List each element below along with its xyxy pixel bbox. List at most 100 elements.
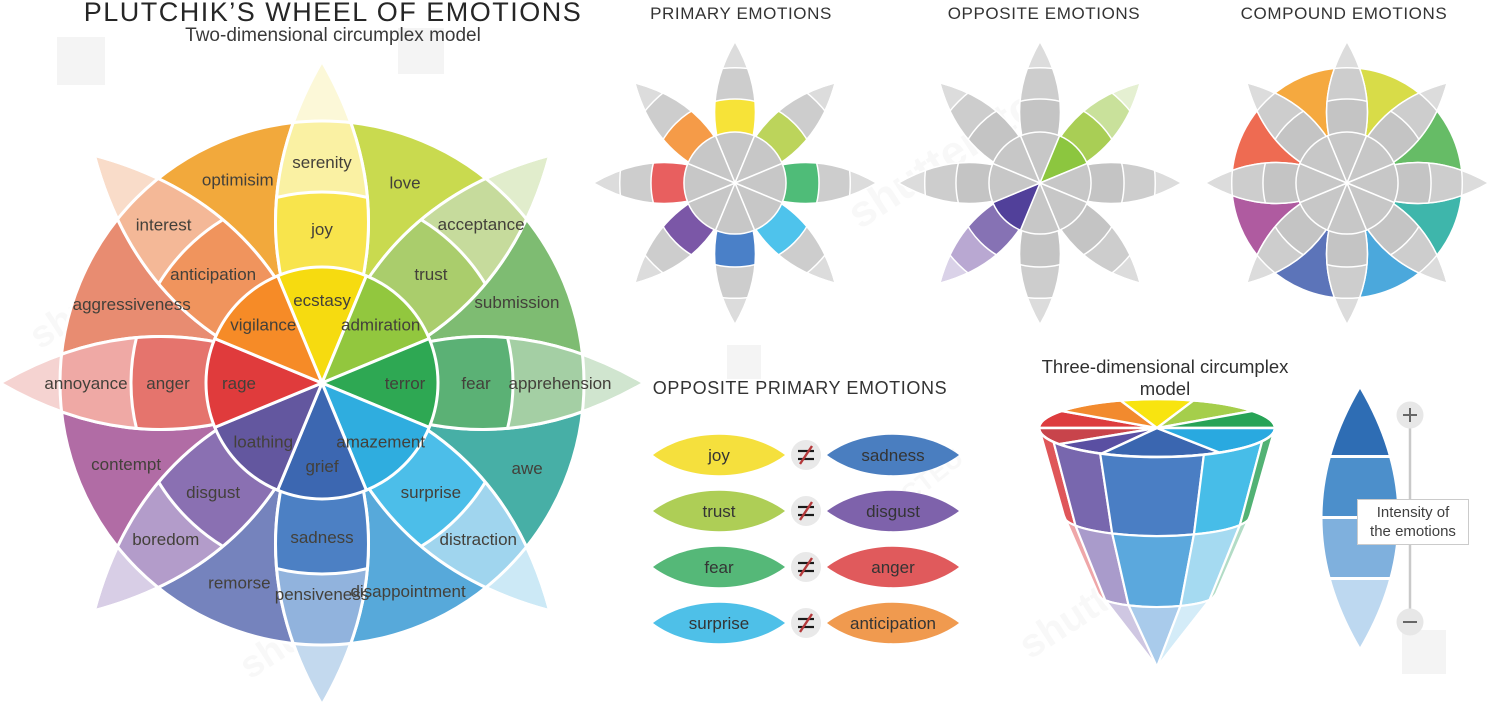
three-d-cone (1037, 397, 1277, 669)
label-terror: terror (385, 374, 426, 393)
pair-right-disgust: disgust (827, 490, 959, 532)
label-remorse: remorse (208, 574, 270, 593)
label-aggressiveness: aggressiveness (73, 295, 191, 314)
lens-sadness (827, 434, 959, 476)
label-disgust: disgust (866, 502, 920, 521)
primary-emotions-title: PRIMARY EMOTIONS (650, 4, 832, 23)
label-trust: trust (702, 502, 735, 521)
wedge-sadness (276, 381, 368, 501)
intensity-label-box: Intensity of the emotions (1357, 499, 1469, 545)
label-awe: awe (512, 459, 543, 478)
label-serenity: serenity (292, 153, 352, 172)
pair-left-joy: joy (653, 434, 785, 476)
label-annoyance: annoyance (44, 374, 127, 393)
pair-left-fear: fear (653, 546, 785, 588)
not-equal-slash (799, 613, 813, 633)
label-fear: fear (461, 374, 491, 393)
wheel-labels: ecstasy joy serenity admiration trust accepta… (44, 153, 611, 604)
wedge-trust (320, 274, 431, 385)
label-joy: joy (707, 446, 730, 465)
wedge-disgust (213, 381, 324, 492)
pair-right-sadness: sadness (827, 434, 959, 476)
mainwheel: ecstasy joy serenity admiration trust accepta… (0, 57, 648, 705)
pair-right-anger: anger (827, 546, 959, 588)
watermark-square (398, 28, 444, 74)
label-surprise: surprise (689, 614, 749, 633)
not-equal-badge (791, 496, 821, 526)
label-submission: submission (474, 293, 559, 312)
wedge-joy (276, 265, 368, 385)
label-anger: anger (871, 558, 915, 577)
wedge-anticipation (1299, 135, 1348, 184)
label-vigilance: vigilance (230, 315, 296, 334)
lens-fear (653, 546, 785, 588)
lens-joy (653, 434, 785, 476)
pair-right-anticipation: anticipation (827, 602, 959, 644)
label-interest: interest (136, 216, 192, 235)
lens-anger (827, 546, 959, 588)
label-contempt: contempt (91, 455, 161, 474)
label-boredom: boredom (132, 530, 199, 549)
label-disappointment: disappointment (350, 582, 466, 601)
watermark-square (57, 37, 105, 85)
label-trust: trust (414, 265, 447, 284)
wedge-anticipation (687, 135, 736, 184)
label-disgust: disgust (186, 483, 240, 502)
minus-marker (1396, 608, 1424, 636)
plus-marker (1396, 401, 1424, 429)
label-joy: joy (310, 220, 333, 239)
wedge-anger (204, 337, 324, 429)
compound-emotions-title: COMPOUND EMOTIONS (1240, 4, 1448, 23)
wedge-anticipation (213, 274, 324, 385)
not-equal-badge (791, 552, 821, 582)
label-optimisim: optimisim (202, 171, 274, 190)
label-anger: anger (146, 374, 190, 393)
label-surprise: surprise (401, 483, 461, 502)
label-ecstasy: ecstasy (293, 291, 351, 310)
opposite-emotions-title: OPPOSITE EMOTIONS (947, 4, 1141, 23)
label-admiration: admiration (341, 315, 420, 334)
main-title: PLUTCHIK’S WHEEL OF EMOTIONS (83, 0, 583, 27)
wedge-anticipation (992, 135, 1041, 184)
label-pensiveness: pensiveness (275, 585, 370, 604)
compoundflower (1203, 39, 1491, 327)
label-sadness: sadness (861, 446, 924, 465)
label-distraction: distraction (440, 530, 517, 549)
lens-anticipation (827, 602, 959, 644)
main-subtitle: Two-dimensional circumplex model (185, 25, 481, 46)
not-equal-badge (791, 440, 821, 470)
lens-disgust (827, 490, 959, 532)
cone-rim (1037, 397, 1277, 459)
watermark-square (727, 345, 761, 379)
primaryflower (591, 39, 879, 327)
label-fear: fear (704, 558, 734, 577)
not-equal-badge (791, 608, 821, 638)
lens-surprise (653, 602, 785, 644)
intensity-label-line2: the emotions (1370, 523, 1456, 540)
opposite-primary-title: OPPOSITE PRIMARY EMOTIONS (652, 378, 948, 398)
label-anticipation: anticipation (850, 614, 936, 633)
wedge-surprise (320, 381, 431, 492)
opposite-primary-pairs: joy sadness trust disgust fear anger surprise a… (653, 434, 959, 644)
label-anticipation: anticipation (170, 265, 256, 284)
cone-panel (1155, 592, 1218, 669)
cone-panel (1099, 452, 1205, 538)
not-equal-slash (799, 445, 813, 465)
intensity-label-line1: Intensity of (1376, 504, 1450, 521)
watermark-square (1402, 630, 1446, 674)
label-apprehension: apprehension (508, 374, 611, 393)
label-grief: grief (305, 457, 338, 476)
label-sadness: sadness (290, 528, 353, 547)
not-equal-slash (799, 501, 813, 521)
wedge-fear (320, 337, 440, 429)
label-love: love (389, 173, 420, 192)
label-rage: rage (222, 374, 256, 393)
label-acceptance: acceptance (438, 215, 525, 234)
pair-left-surprise: surprise (653, 602, 785, 644)
label-loathing: loathing (234, 433, 294, 452)
lens-trust (653, 490, 785, 532)
not-equal-slash (799, 557, 813, 577)
pair-left-trust: trust (653, 490, 785, 532)
